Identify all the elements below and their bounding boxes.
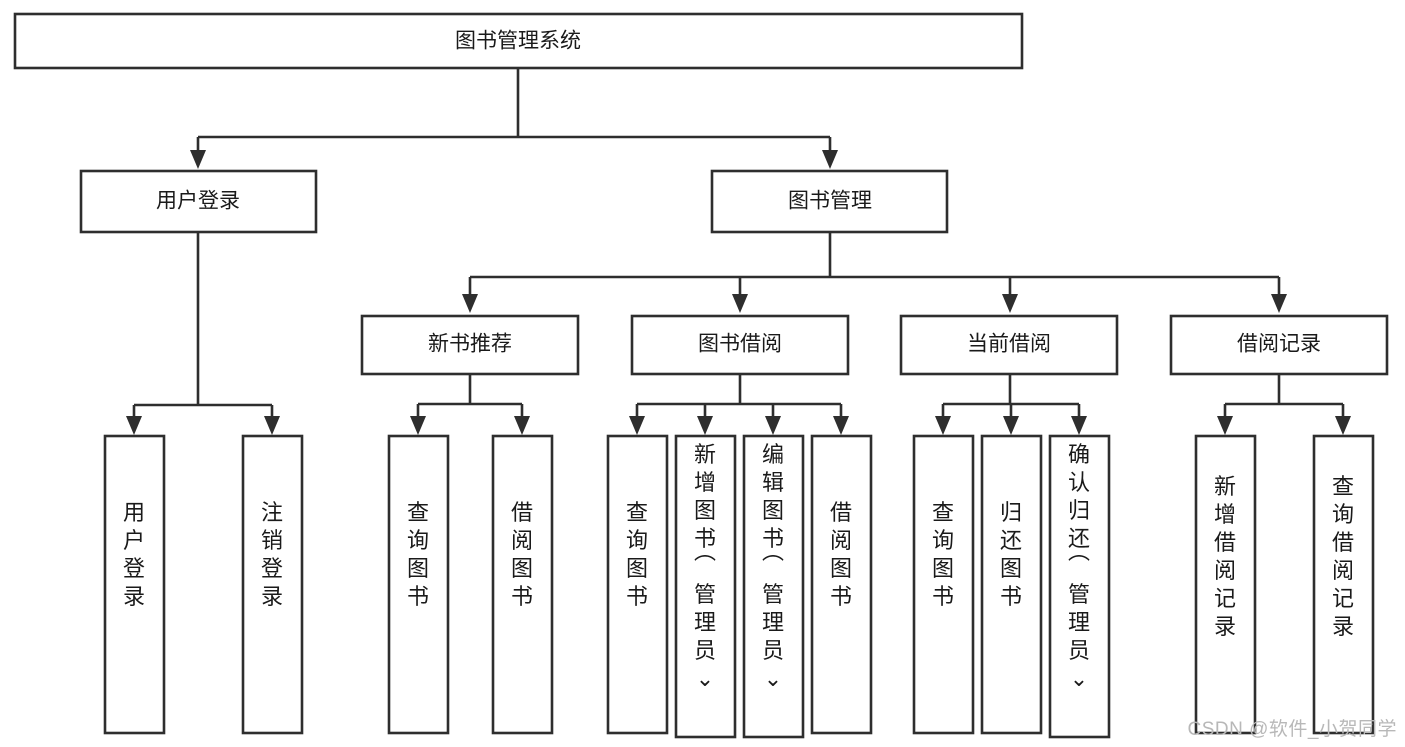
node-leaf-add-borrow-record[interactable]: 新增借阅记录 <box>1194 434 1257 735</box>
node-user-login-label: 用户登录 <box>156 190 240 213</box>
node-leaf-user-login-label: 用户登录 <box>123 500 145 609</box>
node-leaf-confirm-return-label: 确认归还⌒管理员⌄ <box>1068 442 1090 691</box>
connector-book-borrow-to-leaves <box>629 375 849 435</box>
node-user-login[interactable]: 用户登录 <box>79 169 318 234</box>
node-borrow-record-label: 借阅记录 <box>1237 333 1321 356</box>
node-book-management[interactable]: 图书管理 <box>710 169 949 234</box>
node-root-label: 图书管理系统 <box>455 30 581 53</box>
node-leaf-user-login[interactable]: 用户登录 <box>103 434 166 735</box>
node-root[interactable]: 图书管理系统 <box>13 12 1024 70</box>
node-leaf-query-book-current-label: 查询图书 <box>932 500 954 609</box>
node-leaf-borrow-book-label: 借阅图书 <box>830 500 852 609</box>
node-leaf-query-book-current[interactable]: 查询图书 <box>912 434 975 735</box>
node-leaf-add-book[interactable]: 新增图书⌒管理员⌄ <box>674 434 737 739</box>
node-leaf-add-borrow-record-label: 新增借阅记录 <box>1214 474 1236 639</box>
connector-borrow-record-to-leaves <box>1217 375 1351 435</box>
connector-user-login-to-leaves <box>126 233 280 435</box>
node-current-borrow-label: 当前借阅 <box>967 333 1051 356</box>
node-leaf-query-book-recommend-label: 查询图书 <box>407 500 429 609</box>
node-leaf-logout-label: 注销登录 <box>261 500 283 609</box>
connector-new-book-to-leaves <box>410 375 530 435</box>
node-leaf-query-book[interactable]: 查询图书 <box>606 434 669 735</box>
node-borrow-record[interactable]: 借阅记录 <box>1169 314 1389 376</box>
node-book-borrow-label: 图书借阅 <box>698 333 782 356</box>
node-leaf-query-book-recommend[interactable]: 查询图书 <box>387 434 450 735</box>
node-new-book-recommend[interactable]: 新书推荐 <box>360 314 580 376</box>
node-leaf-query-book-label: 查询图书 <box>626 500 648 609</box>
node-leaf-borrow-book-recommend-label: 借阅图书 <box>511 500 533 609</box>
node-leaf-borrow-book[interactable]: 借阅图书 <box>810 434 873 735</box>
node-leaf-edit-book[interactable]: 编辑图书⌒管理员⌄ <box>742 434 805 739</box>
node-leaf-query-borrow-record-label: 查询借阅记录 <box>1332 474 1354 639</box>
node-leaf-add-book-label: 新增图书⌒管理员⌄ <box>694 442 716 691</box>
connector-book-mgmt-to-level3 <box>462 233 1287 313</box>
node-leaf-edit-book-label: 编辑图书⌒管理员⌄ <box>762 442 784 691</box>
csdn-watermark: CSDN @软件_小贺同学 <box>1187 719 1397 740</box>
node-book-management-label: 图书管理 <box>788 190 872 213</box>
node-leaf-borrow-book-recommend[interactable]: 借阅图书 <box>491 434 554 735</box>
node-leaf-return-book[interactable]: 归还图书 <box>980 434 1043 735</box>
node-new-book-recommend-label: 新书推荐 <box>428 333 512 356</box>
node-book-borrow[interactable]: 图书借阅 <box>630 314 850 376</box>
connector-root-to-level2 <box>190 68 838 169</box>
node-leaf-confirm-return[interactable]: 确认归还⌒管理员⌄ <box>1048 434 1111 739</box>
node-leaf-logout[interactable]: 注销登录 <box>241 434 304 735</box>
node-leaf-query-borrow-record[interactable]: 查询借阅记录 <box>1312 434 1375 735</box>
connector-current-borrow-to-leaves <box>935 375 1087 435</box>
node-leaf-return-book-label: 归还图书 <box>1000 500 1022 609</box>
node-current-borrow[interactable]: 当前借阅 <box>899 314 1119 376</box>
